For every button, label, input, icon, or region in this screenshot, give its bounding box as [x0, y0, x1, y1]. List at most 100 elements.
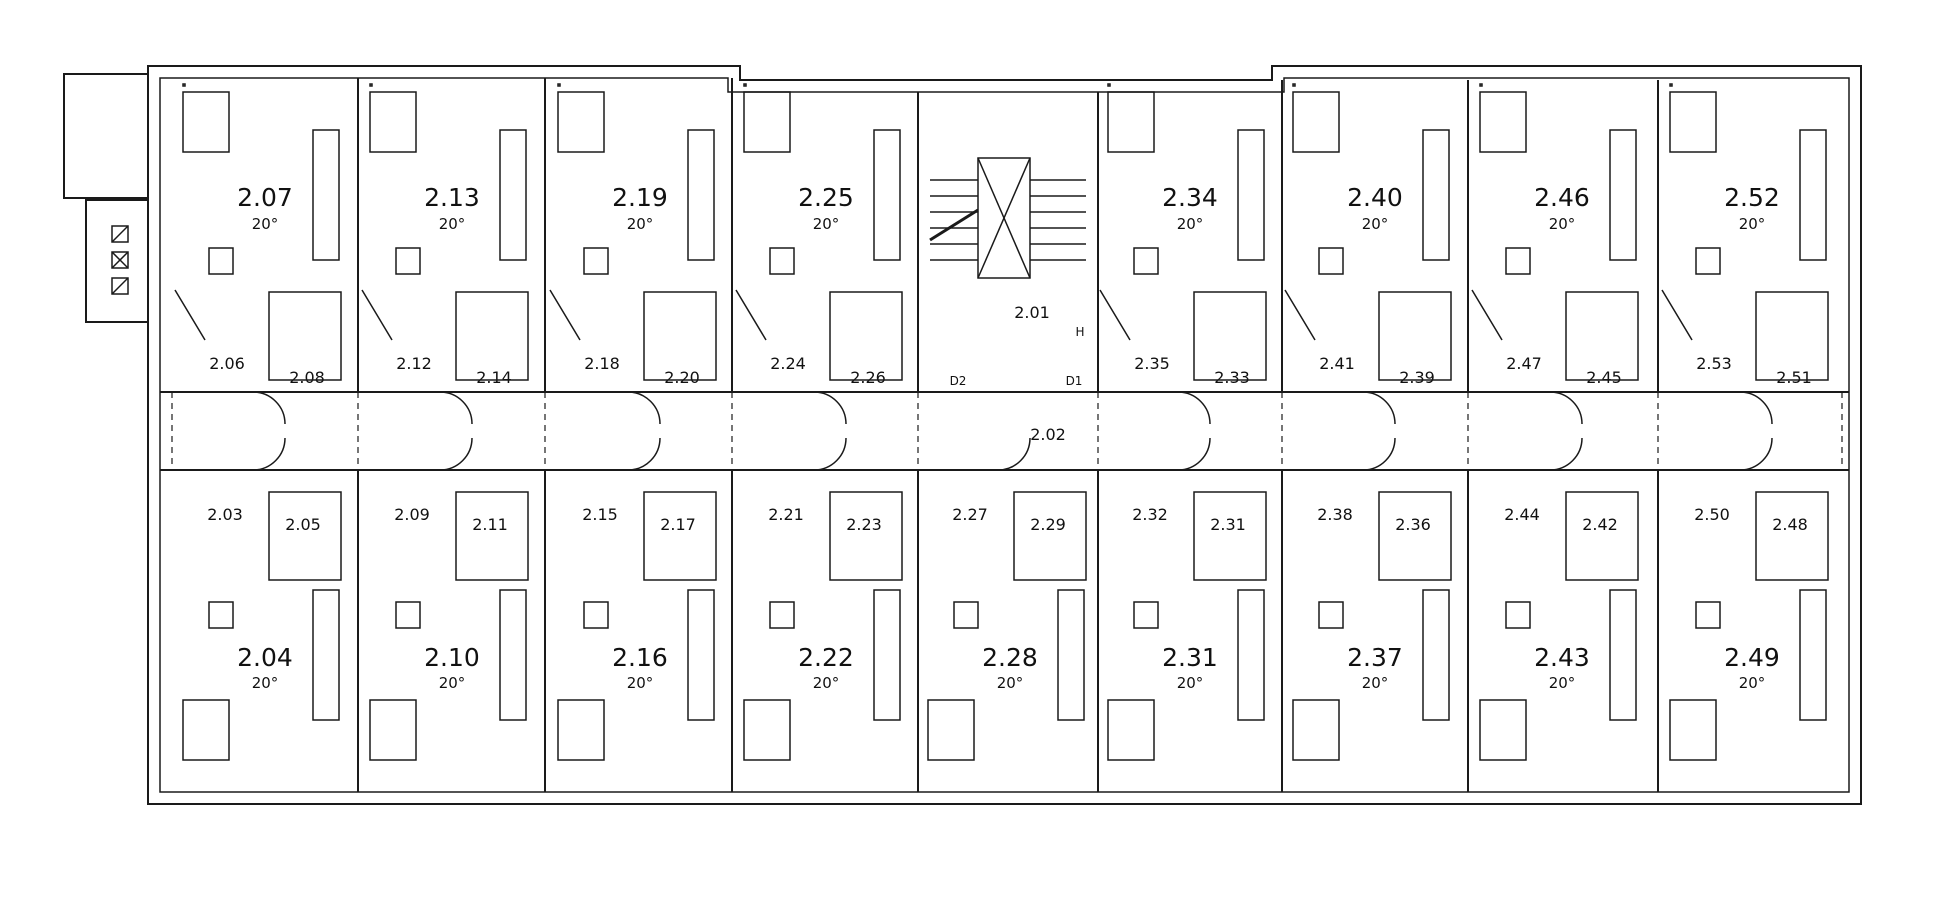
- door-swing: [361, 289, 393, 341]
- sub-room-label: 2.47: [1506, 354, 1542, 373]
- bathroom: [1378, 291, 1452, 381]
- bed: [1107, 699, 1155, 761]
- sub-room-label: 2.09: [394, 505, 430, 524]
- marker: [369, 83, 373, 87]
- chair: [1695, 601, 1721, 629]
- chair: [1133, 247, 1159, 275]
- door-arc: [1362, 391, 1396, 425]
- door-arc: [1549, 391, 1583, 425]
- chair: [1695, 247, 1721, 275]
- door-swing: [1099, 289, 1131, 341]
- door-arc: [627, 391, 661, 425]
- bathroom: [1193, 291, 1267, 381]
- room-number: 2.40: [1347, 183, 1403, 212]
- bathroom: [643, 291, 717, 381]
- kitchenette: [1237, 129, 1265, 261]
- room-number: 2.43: [1534, 643, 1590, 672]
- bed: [557, 699, 605, 761]
- kitchenette: [312, 589, 340, 721]
- bed: [1669, 91, 1717, 153]
- room-temperature: 20°: [1362, 674, 1389, 692]
- room-temperature: 20°: [252, 215, 279, 233]
- sub-room-label: 2.50: [1694, 505, 1730, 524]
- sub-room-label: 2.27: [952, 505, 988, 524]
- box-cross-icon: [111, 251, 129, 269]
- chair: [953, 601, 979, 629]
- kitchenette: [873, 129, 901, 261]
- room-temperature: 20°: [439, 215, 466, 233]
- sub-room-label: 2.15: [582, 505, 618, 524]
- room-temperature: 20°: [1549, 674, 1576, 692]
- bathroom: [829, 291, 903, 381]
- door-swing: [1661, 289, 1693, 341]
- annex-lower: [85, 199, 149, 323]
- bathroom-label: 2.20: [664, 368, 700, 387]
- bed: [1479, 699, 1527, 761]
- bed: [743, 91, 791, 153]
- sub-room-label: 2.12: [396, 354, 432, 373]
- kitchenette: [1237, 589, 1265, 721]
- bed: [1292, 699, 1340, 761]
- marker: [1669, 83, 1673, 87]
- marker: [1292, 83, 1296, 87]
- chair: [208, 247, 234, 275]
- room-number: 2.28: [982, 643, 1038, 672]
- bed: [369, 91, 417, 153]
- stair-core: [929, 157, 1086, 279]
- kitchenette: [1609, 589, 1637, 721]
- sub-room-label: 2.53: [1696, 354, 1732, 373]
- bathroom-label: 2.29: [1030, 515, 1066, 534]
- bathroom: [829, 491, 903, 581]
- door-swing: [1284, 289, 1316, 341]
- kitchenette: [1799, 589, 1827, 721]
- bathroom: [1193, 491, 1267, 581]
- bed: [1669, 699, 1717, 761]
- bathroom: [1378, 491, 1452, 581]
- door-arc: [1177, 437, 1211, 471]
- inner-wall-line: [159, 77, 1850, 793]
- bathroom: [1013, 491, 1087, 581]
- room-temperature: 20°: [439, 674, 466, 692]
- sub-room-label: 2.24: [770, 354, 806, 373]
- sub-room-label: 2.03: [207, 505, 243, 524]
- sub-room-label: 2.32: [1132, 505, 1168, 524]
- bathroom: [455, 491, 529, 581]
- room-number: 2.37: [1347, 643, 1403, 672]
- bathroom: [643, 491, 717, 581]
- bathroom-label: 2.14: [476, 368, 512, 387]
- corridor-dashes: [171, 392, 1843, 470]
- bed: [1107, 91, 1155, 153]
- door-arc: [1739, 437, 1773, 471]
- bathroom: [1755, 291, 1829, 381]
- door-arc: [1549, 437, 1583, 471]
- bathroom-label: 2.17: [660, 515, 696, 534]
- bathroom-label: 2.48: [1772, 515, 1808, 534]
- room-temperature: 20°: [627, 674, 654, 692]
- chair: [395, 247, 421, 275]
- bathroom: [1755, 491, 1829, 581]
- kitchenette: [1799, 129, 1827, 261]
- chair: [1318, 247, 1344, 275]
- room-temperature: 20°: [997, 674, 1024, 692]
- door-arc: [439, 437, 473, 471]
- door-arc: [1177, 391, 1211, 425]
- outer-wall: [147, 65, 1862, 805]
- bathroom-label: 2.08: [289, 368, 325, 387]
- room-temperature: 20°: [813, 674, 840, 692]
- bathroom-label: 2.36: [1395, 515, 1431, 534]
- door-arc: [1362, 437, 1396, 471]
- chair: [1505, 247, 1531, 275]
- room-temperature: 20°: [1739, 215, 1766, 233]
- kitchenette: [499, 589, 527, 721]
- room-temperature: 20°: [1177, 215, 1204, 233]
- room-number: 2.49: [1724, 643, 1780, 672]
- door-arc: [1739, 391, 1773, 425]
- chair: [1318, 601, 1344, 629]
- bathroom-label: 2.26: [850, 368, 886, 387]
- kitchenette: [1422, 589, 1450, 721]
- bathroom: [268, 491, 342, 581]
- chair: [769, 601, 795, 629]
- bathroom-label: 2.05: [285, 515, 321, 534]
- chair: [208, 601, 234, 629]
- box-diagonal-icon: [111, 277, 129, 295]
